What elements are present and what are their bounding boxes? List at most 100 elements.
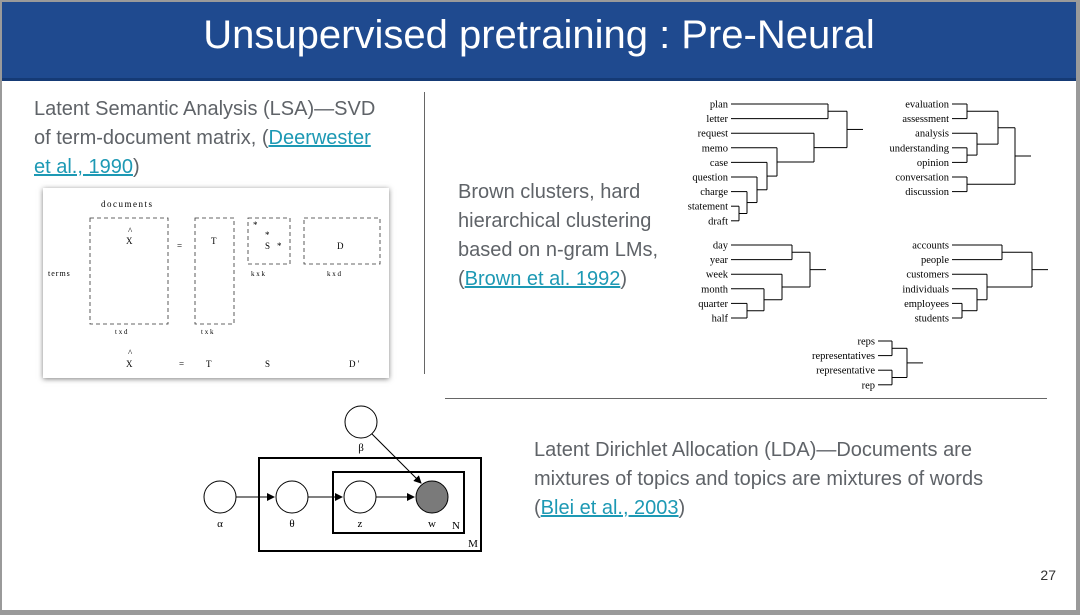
plate-n-label: N (452, 520, 460, 532)
cluster-word: discussion (905, 187, 950, 198)
t-label: T (211, 236, 217, 246)
theta-label: θ (289, 518, 294, 530)
title-bar: Unsupervised pretraining : Pre-Neural (2, 2, 1076, 81)
x-label: X (126, 236, 133, 246)
kxd-label: k x d (327, 270, 342, 278)
cluster-word: employees (904, 299, 949, 310)
x-label-2: X (126, 359, 133, 369)
z-label: z (358, 518, 363, 530)
cluster-word: charge (700, 187, 728, 198)
lsa-svd-figure: documents terms ^ X = T * * S * D k x k … (43, 188, 389, 378)
dprime-label: D ' (349, 359, 360, 369)
s-label: S (265, 241, 270, 251)
lda-plate-diagram: α θ z w β N M (203, 405, 482, 552)
plate-n (332, 471, 465, 534)
s-matrix-box (247, 217, 291, 265)
s-star-1: * (253, 220, 258, 230)
alpha-label: α (217, 518, 223, 530)
cluster-word: quarter (698, 299, 728, 310)
horizontal-divider (445, 398, 1047, 399)
lsa-svd-diagram: documents terms ^ X = T * * S * D k x k … (48, 199, 381, 369)
cluster-word: customers (906, 270, 949, 281)
brown-line-4: (Brown et al. 1992) (458, 268, 627, 290)
cluster-word: case (710, 158, 728, 169)
x-matrix-box (89, 217, 169, 325)
cluster-word: representatives (812, 351, 875, 362)
cluster-word: plan (710, 100, 729, 111)
cluster-word: letter (706, 114, 728, 125)
s-label-2: S (265, 359, 270, 369)
cluster-word: assessment (902, 114, 949, 125)
t-label-2: T (206, 359, 212, 369)
kxk-label: k x k (251, 270, 266, 278)
cluster-word: month (701, 284, 729, 295)
w-label: w (428, 518, 436, 530)
documents-label: documents (101, 199, 154, 209)
beta-w-edge (371, 433, 422, 484)
t-matrix-box (194, 217, 235, 325)
lda-line-1: Latent Dirichlet Allocation (LDA)—Docume… (534, 439, 972, 461)
deerwester-link[interactable]: Deerwester (268, 127, 371, 149)
deerwester-link-cont[interactable]: et al., 1990 (34, 156, 133, 178)
cluster-word: evaluation (905, 100, 949, 111)
brown-text: Brown clusters, hard hierarchical cluste… (458, 178, 658, 294)
plate-m-label: M (468, 538, 478, 550)
cluster-word: statement (688, 202, 728, 213)
cluster-5: reps representatives representative rep (812, 337, 923, 391)
lda-line-2: mixtures of topics and topics are mixtur… (534, 468, 984, 490)
lsa-line-3: et al., 1990) (34, 156, 140, 178)
brown-line-2: hierarchical clustering (458, 210, 652, 232)
lda-line-3: (Blei et al., 2003) (534, 497, 686, 519)
txk-label: t x k (201, 328, 214, 336)
cluster-word: accounts (912, 241, 949, 252)
cluster-word: individuals (902, 284, 949, 295)
cluster-word: representative (816, 366, 875, 377)
lsa-line-2: of term-document matrix, (Deerwester (34, 127, 371, 149)
lda-text: Latent Dirichlet Allocation (LDA)—Docume… (534, 436, 983, 523)
xhat-hat: ^ (128, 226, 133, 236)
d-matrix-box (303, 217, 381, 265)
cluster-4: accounts people customers individuals employ… (902, 241, 1048, 325)
cluster-word: analysis (915, 129, 949, 140)
cluster-2: evaluation assessment analysis understandin… (890, 100, 1031, 198)
vertical-divider (424, 92, 425, 374)
beta-label: β (358, 442, 364, 454)
plate-m (258, 457, 482, 552)
cluster-word: question (692, 173, 728, 184)
brown-line-1: Brown clusters, hard (458, 181, 641, 203)
matrix-boxes (89, 217, 381, 325)
s-star-2: * (265, 230, 270, 240)
brown-line-3: based on n-gram LMs, (458, 239, 659, 261)
page-number: 27 (1040, 567, 1056, 583)
w-node (415, 480, 449, 514)
cluster-word: students (915, 314, 949, 325)
cluster-word: rep (862, 380, 875, 391)
cluster-word: draft (708, 216, 728, 227)
d-label: D (337, 241, 344, 251)
s-star-3: * (277, 241, 282, 251)
txd-label: t x d (115, 328, 128, 336)
beta-node (344, 405, 378, 439)
blei-link[interactable]: Blei et al., 2003 (540, 497, 679, 519)
cluster-word: opinion (917, 158, 950, 169)
theta-node (275, 480, 309, 514)
cluster-word: understanding (890, 143, 950, 154)
lda-node-labels: α θ z w β N M (217, 442, 478, 550)
cluster-1: planletterrequestmemocasequestioncharges… (688, 100, 863, 227)
cluster-word: reps (858, 337, 876, 348)
slide-title: Unsupervised pretraining : Pre-Neural (203, 13, 875, 57)
brown-link[interactable]: Brown et al. 1992 (464, 268, 621, 290)
cluster-word: week (706, 270, 729, 281)
cluster-word: conversation (895, 173, 949, 184)
cluster-word: people (921, 255, 949, 266)
z-node (343, 480, 377, 514)
cluster-word: day (713, 241, 729, 252)
equals-2: = (179, 359, 184, 369)
brown-cluster-dendrograms: planletterrequestmemocasequestioncharges… (688, 100, 1048, 391)
lsa-text: Latent Semantic Analysis (LSA)—SVD of te… (34, 95, 375, 182)
cluster-word: request (698, 129, 728, 140)
cluster-word: year (710, 255, 729, 266)
alpha-node (203, 480, 237, 514)
